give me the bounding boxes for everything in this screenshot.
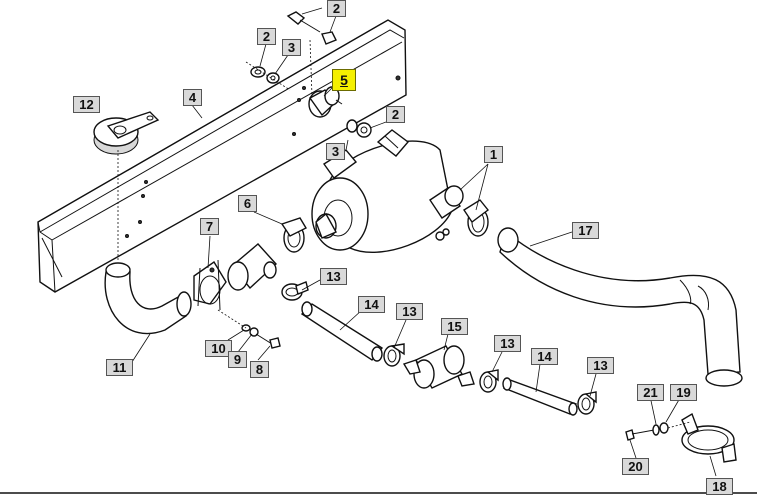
callout-6: 6 <box>238 195 257 212</box>
clamp-part-18 <box>681 412 737 463</box>
callout-2-right: 2 <box>386 106 405 123</box>
callout-8: 8 <box>250 361 269 378</box>
bolt-part-20-group <box>625 421 691 441</box>
callout-17: 17 <box>572 222 599 239</box>
muffler-part-1 <box>311 129 464 253</box>
hose-part-14b <box>502 377 578 416</box>
callout-7: 7 <box>200 218 219 235</box>
exhaust-pipe-part-11 <box>104 262 192 335</box>
callout-4: 4 <box>183 89 202 106</box>
bolt-part-8-group <box>217 309 281 349</box>
rubber-mount-part-5 <box>308 86 343 118</box>
callout-2-top: 2 <box>327 0 346 17</box>
callout-13-c: 13 <box>494 335 521 352</box>
callout-1: 1 <box>484 146 503 163</box>
callout-9: 9 <box>228 351 247 368</box>
callout-20: 20 <box>622 458 649 475</box>
clamp-part-6 <box>280 217 307 253</box>
mounting-bracket-part-4 <box>37 19 407 293</box>
leader-lines <box>131 7 717 477</box>
callout-12: 12 <box>73 96 100 113</box>
callout-13-b: 13 <box>396 303 423 320</box>
callout-5-highlighted: 5 <box>332 69 356 91</box>
callout-10: 10 <box>205 340 232 357</box>
callout-14-a: 14 <box>358 296 385 313</box>
hose-clamp-13c <box>479 369 499 393</box>
mount-pad-part-12 <box>93 111 160 262</box>
callout-3-mid: 3 <box>326 143 345 160</box>
callout-13-a: 13 <box>320 268 347 285</box>
pipe-adapter <box>227 243 277 291</box>
callout-18: 18 <box>706 478 733 495</box>
clamp-muffler-outlet <box>435 199 489 241</box>
bracket-clamp-part-7 <box>193 259 227 311</box>
nut-washer-right <box>346 119 372 138</box>
callout-19: 19 <box>670 384 697 401</box>
top-bolt <box>286 11 337 97</box>
callout-2-left: 2 <box>257 28 276 45</box>
nut-washer-top <box>245 61 291 91</box>
callout-13-d: 13 <box>587 357 614 374</box>
tailpipe-part-17 <box>497 227 743 387</box>
hose-part-14a <box>300 301 384 362</box>
callout-21: 21 <box>637 384 664 401</box>
callout-11: 11 <box>106 359 133 376</box>
callout-15: 15 <box>441 318 468 335</box>
silencer-part-15 <box>402 345 475 389</box>
hose-clamp-13a <box>281 281 309 301</box>
callout-3-top: 3 <box>282 39 301 56</box>
hose-clamp-13d <box>577 391 597 415</box>
callout-14-b: 14 <box>531 348 558 365</box>
